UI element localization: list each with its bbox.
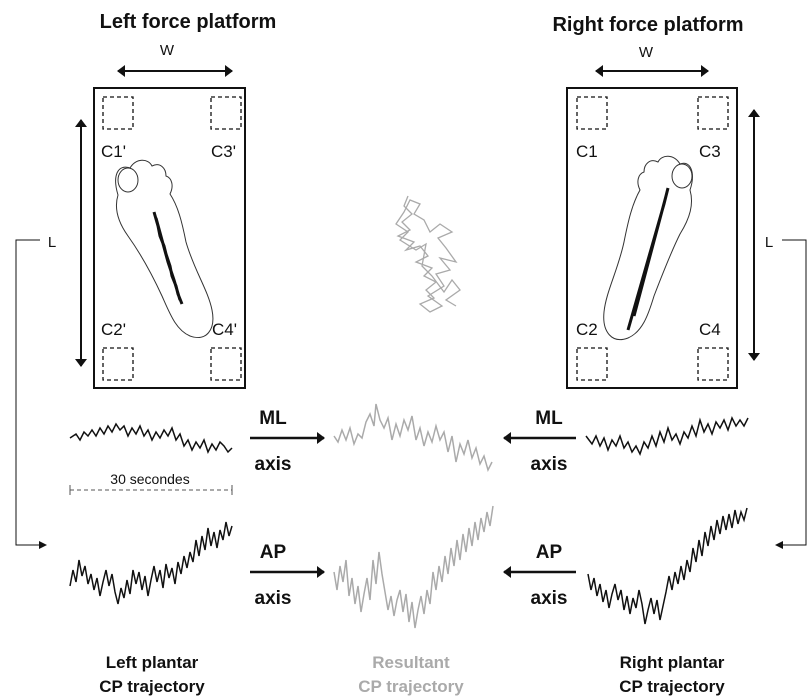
left-sensor-c4-label: C4' bbox=[212, 320, 237, 339]
right-cp-trace bbox=[626, 187, 670, 331]
right-foot-outline bbox=[603, 155, 693, 340]
left-sensor-c4-box bbox=[210, 347, 242, 381]
right-sensor-c1-label: C1 bbox=[576, 142, 598, 161]
right-sensor-c3-box bbox=[697, 96, 729, 130]
left-foot-outline bbox=[115, 159, 214, 338]
right-length-connector: L bbox=[765, 234, 807, 549]
resultant-ap-signal bbox=[333, 505, 494, 629]
ml-axis-right-line1: ML bbox=[535, 408, 563, 429]
left-sensor-c2-box bbox=[102, 347, 134, 381]
left-caption-line2: CP trajectory bbox=[99, 677, 205, 696]
left-ml-signal bbox=[69, 422, 233, 454]
ap-axis-right-line2: axis bbox=[531, 588, 568, 609]
ml-axis-right-line2: axis bbox=[531, 454, 568, 475]
left-sensor-c3-label: C3' bbox=[211, 142, 236, 161]
left-platform-title: Left force platform bbox=[100, 11, 277, 33]
right-platform-group: Right force platform W C1 C3 C2 C4 bbox=[552, 14, 760, 389]
right-ml-signal bbox=[585, 416, 749, 456]
left-sensor-c1-box bbox=[102, 96, 134, 130]
left-sensor-c3-box bbox=[210, 96, 242, 130]
left-length-label: L bbox=[48, 234, 56, 251]
left-platform-plate bbox=[93, 87, 246, 389]
right-big-toe bbox=[671, 163, 693, 189]
right-caption-line2: CP trajectory bbox=[619, 677, 725, 696]
left-ap-signal bbox=[69, 521, 233, 605]
left-platform-group: Left force platform W C1' C3' C2' C4' bbox=[75, 11, 277, 389]
ap-axis-left-line2: axis bbox=[255, 588, 292, 609]
right-sensor-c1-box bbox=[576, 96, 608, 130]
ml-axis-right: ML axis bbox=[503, 408, 576, 475]
resultant-ml-signal bbox=[333, 403, 493, 473]
time-scale: 30 secondes bbox=[69, 471, 233, 495]
left-sensor-c1-label: C1' bbox=[101, 142, 126, 161]
ap-axis-left-line1: AP bbox=[260, 542, 287, 563]
ap-axis-left: AP axis bbox=[250, 542, 325, 609]
time-scale-label: 30 secondes bbox=[110, 471, 189, 487]
right-sensor-c2-label: C2 bbox=[576, 320, 598, 339]
right-platform-plate bbox=[566, 87, 738, 389]
ml-axis-left-line1: ML bbox=[259, 408, 287, 429]
ap-axis-right: AP axis bbox=[503, 542, 576, 609]
ap-axis-right-line1: AP bbox=[536, 542, 563, 563]
right-sensor-c4-box bbox=[697, 347, 729, 381]
right-sensor-c2-box bbox=[576, 347, 608, 381]
left-caption-line1: Left plantar bbox=[106, 653, 199, 672]
right-caption-line1: Right plantar bbox=[620, 653, 725, 672]
right-sensor-c3-label: C3 bbox=[699, 142, 721, 161]
left-big-toe bbox=[117, 167, 139, 193]
right-ap-signal bbox=[587, 507, 748, 625]
right-length-label: L bbox=[765, 234, 773, 251]
left-sensor-c2-label: C2' bbox=[101, 320, 126, 339]
left-width-label: W bbox=[160, 42, 175, 59]
ml-axis-left: ML axis bbox=[250, 408, 325, 475]
left-cp-trace bbox=[152, 211, 184, 305]
right-width-label: W bbox=[639, 44, 654, 61]
left-length-connector: L bbox=[15, 234, 56, 549]
center-caption-line1: Resultant bbox=[372, 653, 450, 672]
right-sensor-c4-label: C4 bbox=[699, 320, 721, 339]
right-platform-title: Right force platform bbox=[552, 14, 743, 36]
center-caption-line2: CP trajectory bbox=[358, 677, 464, 696]
resultant-stabilogram bbox=[395, 195, 461, 313]
ml-axis-left-line2: axis bbox=[255, 454, 292, 475]
